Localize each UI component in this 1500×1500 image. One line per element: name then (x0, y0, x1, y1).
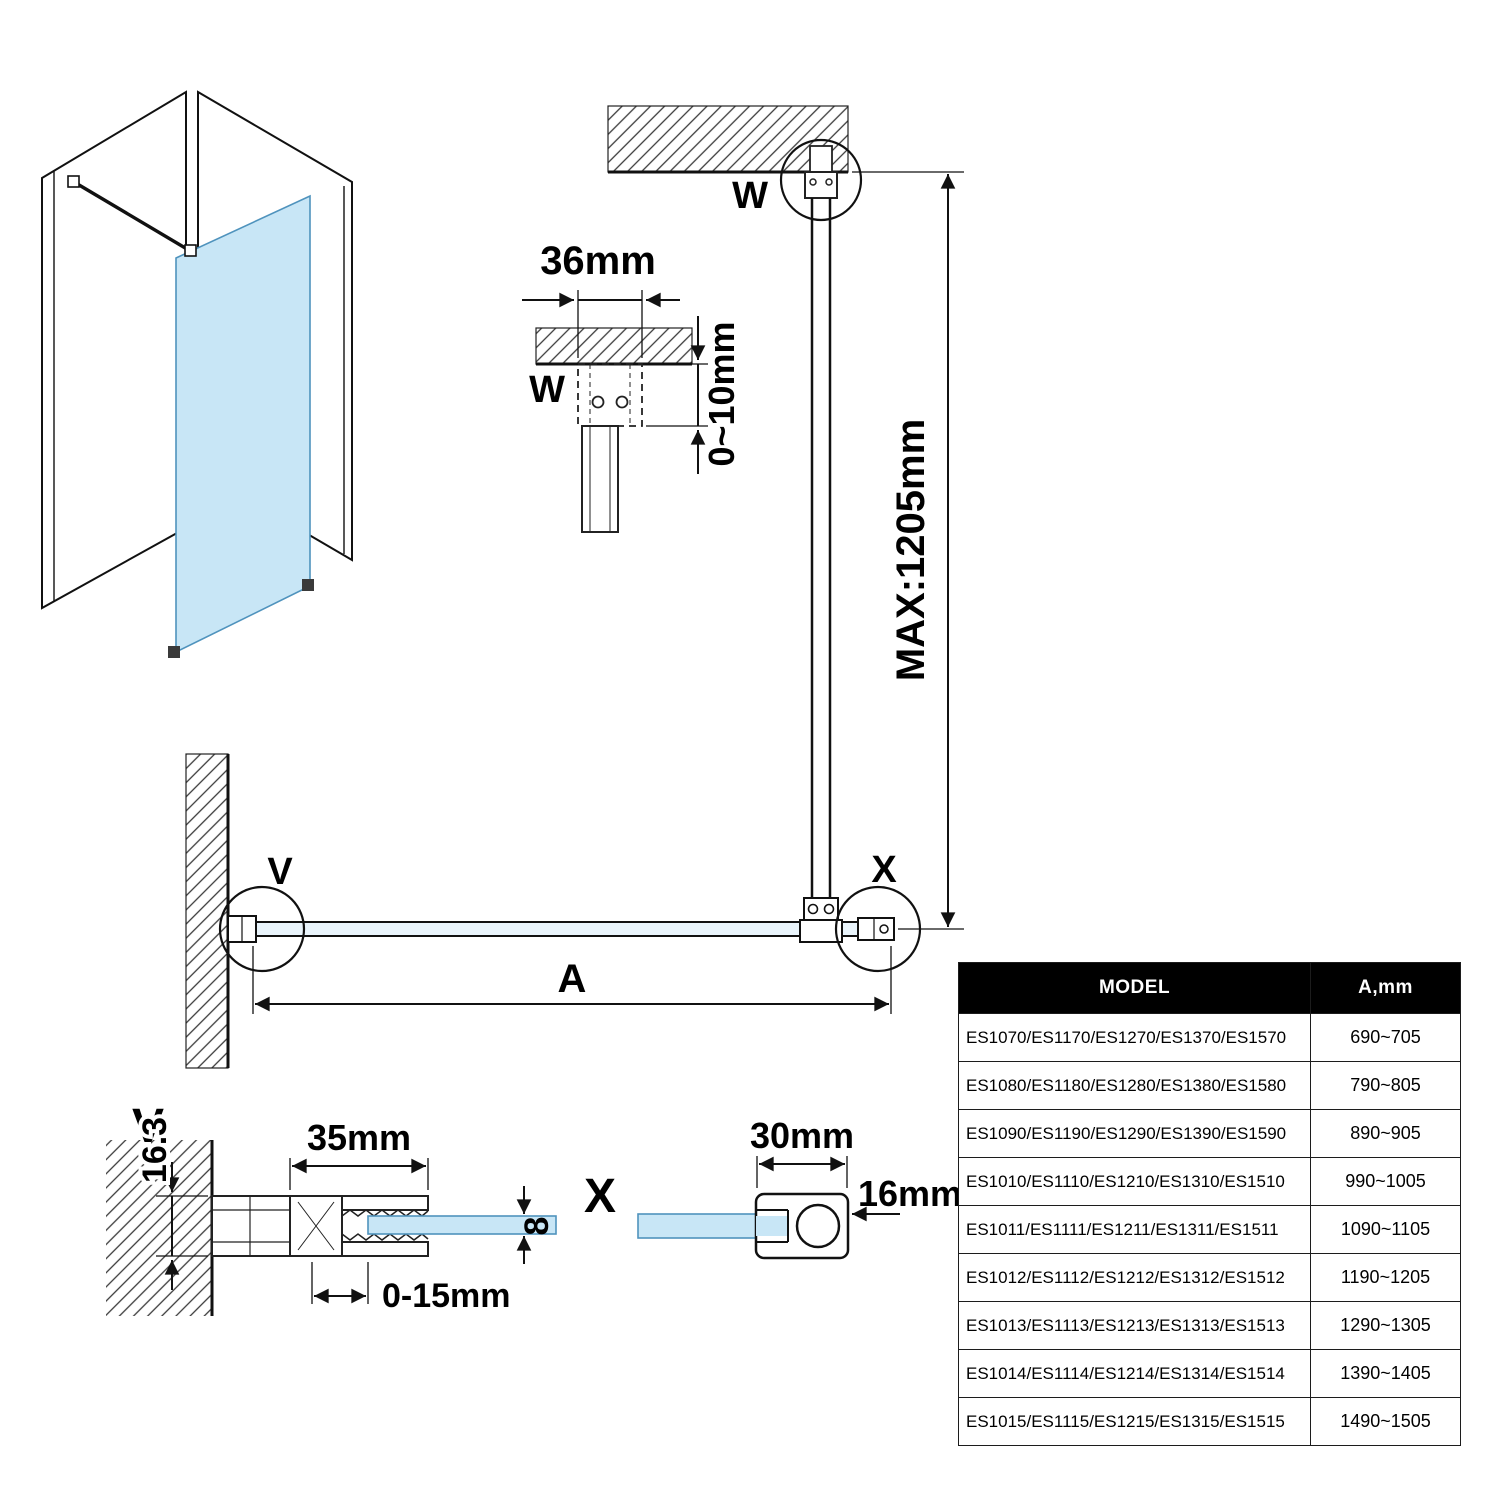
detail-w-label: W (529, 369, 565, 411)
detail-x-title: X (584, 1170, 616, 1223)
model-cell: ES1070/ES1170/ES1270/ES1370/ES1570 (958, 1013, 1311, 1062)
ceiling-hatch (535, 327, 693, 365)
plan-view: V X A (185, 753, 922, 1069)
profile-detail-line (297, 1201, 335, 1251)
model-cell: ES1080/ES1180/ES1280/ES1380/ES1580 (958, 1061, 1311, 1110)
screw-icon (615, 395, 629, 409)
model-cell: ES1014/ES1114/ES1214/ES1314/ES1514 (958, 1349, 1311, 1398)
wall-bracket-plate (211, 1195, 291, 1257)
table-row: ES1080/ES1180/ES1280/ES1380/ES1580 790~8… (958, 1061, 1461, 1110)
model-cell: ES1012/ES1112/ES1212/ES1312/ES1512 (958, 1253, 1311, 1302)
a-value-cell: 990~1005 (1310, 1157, 1461, 1206)
bar-assembly-elevation: W MAX:1205mm (607, 105, 964, 930)
table-row: ES1010/ES1110/ES1210/ES1310/ES1510 990~1… (958, 1157, 1461, 1206)
wall-hatch (106, 1140, 212, 1316)
screw-icon (825, 178, 833, 186)
a-value-cell: 890~905 (1310, 1109, 1461, 1158)
screw-icon (591, 395, 605, 409)
hinge-pin-icon (807, 903, 819, 915)
dim-wall-adjust: 0-15mm (382, 1277, 511, 1315)
detail-v-section: V 35mm 16.3 0-15mm (106, 1100, 557, 1316)
profile-top-rail (341, 1195, 429, 1211)
dim-bar-diameter: 16mm (858, 1173, 962, 1214)
dim-profile-width: 35mm (307, 1117, 411, 1158)
a-value-cell: 790~805 (1310, 1061, 1461, 1110)
ceiling-hatch (607, 105, 849, 173)
detail-callout-circle-w (779, 138, 863, 222)
table-row: ES1012/ES1112/ES1212/ES1312/ES1512 1190~… (958, 1253, 1461, 1302)
table-row: ES1014/ES1114/ES1214/ES1314/ES1514 1390~… (958, 1349, 1461, 1398)
table-row: ES1013/ES1113/ES1213/ES1313/ES1513 1290~… (958, 1301, 1461, 1350)
table-header-row: MODEL A,mm (958, 962, 1461, 1014)
bar-wall-fitting (67, 175, 80, 188)
a-value-cell: 1090~1105 (1310, 1205, 1461, 1254)
ceiling-anchor (809, 145, 833, 173)
model-cell: ES1010/ES1110/ES1210/ES1310/ES1510 (958, 1157, 1311, 1206)
bar-glass-fitting (184, 244, 197, 257)
gasket-grip-top (341, 1209, 429, 1217)
model-spec-table: MODEL A,mm ES1070/ES1170/ES1270/ES1370/E… (958, 962, 1461, 1446)
a-value-cell: 1290~1305 (1310, 1301, 1461, 1350)
table-header-model: MODEL (958, 962, 1311, 1014)
dim-panel-width: A (558, 957, 587, 1001)
model-cell: ES1090/ES1190/ES1290/ES1390/ES1590 (958, 1109, 1311, 1158)
glass-panel-plan (227, 921, 894, 937)
a-value-cell: 690~705 (1310, 1013, 1461, 1062)
bar-hinge (803, 897, 839, 921)
glass-panel (175, 194, 311, 654)
ceiling-bracket (804, 171, 838, 199)
profile-bottom-rail (341, 1241, 429, 1257)
table-row: ES1011/ES1111/ES1211/ES1311/ES1511 1090~… (958, 1205, 1461, 1254)
dim-bracket-width: 36mm (540, 239, 656, 283)
model-cell: ES1015/ES1115/ES1215/ES1315/ES1515 (958, 1397, 1311, 1446)
gasket-grip-bottom (341, 1233, 429, 1241)
table-header-a: A,mm (1310, 962, 1461, 1014)
table-row: ES1015/ES1115/ES1215/ES1315/ES1515 1490~… (958, 1397, 1461, 1446)
detail-v-callout-label: V (267, 851, 293, 893)
screw-icon (879, 924, 889, 934)
dim-glass-thickness: 8 (518, 1217, 556, 1236)
glass-foot-left (168, 646, 180, 658)
model-cell: ES1011/ES1111/ES1211/ES1311/ES1511 (958, 1205, 1311, 1254)
detail-x-section: X 30mm 16mm (584, 1115, 962, 1260)
dim-max-height: MAX:1205mm (889, 419, 933, 681)
bar-cross-section (795, 1203, 841, 1249)
left-wall (41, 90, 187, 610)
a-value-cell: 1190~1205 (1310, 1253, 1461, 1302)
detail-w-callout-label: W (732, 175, 768, 217)
dim-ceiling-gap: 0~10mm (701, 321, 742, 466)
dim-clamp-width: 30mm (750, 1115, 854, 1156)
table-row: ES1090/ES1190/ES1290/ES1390/ES1590 890~9… (958, 1109, 1461, 1158)
glass-section (367, 1215, 557, 1235)
hinge-pin-icon (823, 903, 835, 915)
glass-end-fitting (857, 917, 895, 941)
table-row: ES1070/ES1170/ES1270/ES1370/ES1570 690~7… (958, 1013, 1461, 1062)
a-value-cell: 1390~1405 (1310, 1349, 1461, 1398)
dim-profile-depth: 16.3 (136, 1117, 174, 1183)
support-bar (73, 180, 193, 254)
screw-icon (809, 178, 817, 186)
bracket-hidden-outline (577, 363, 643, 427)
bar-end-section (581, 425, 619, 533)
isometric-overview (41, 90, 353, 658)
wall-hatch (185, 753, 229, 1069)
model-cell: ES1013/ES1113/ES1213/ES1313/ES1513 (958, 1301, 1311, 1350)
detail-callout-circle-x (834, 885, 922, 973)
detail-x-callout-label: X (871, 849, 897, 891)
a-value-cell: 1490~1505 (1310, 1397, 1461, 1446)
detail-w-section: 36mm 0~10mm W (522, 239, 742, 533)
glass-foot-right (302, 579, 314, 591)
detail-callout-circle-v (218, 885, 306, 973)
glass-in-clamp (756, 1216, 788, 1236)
